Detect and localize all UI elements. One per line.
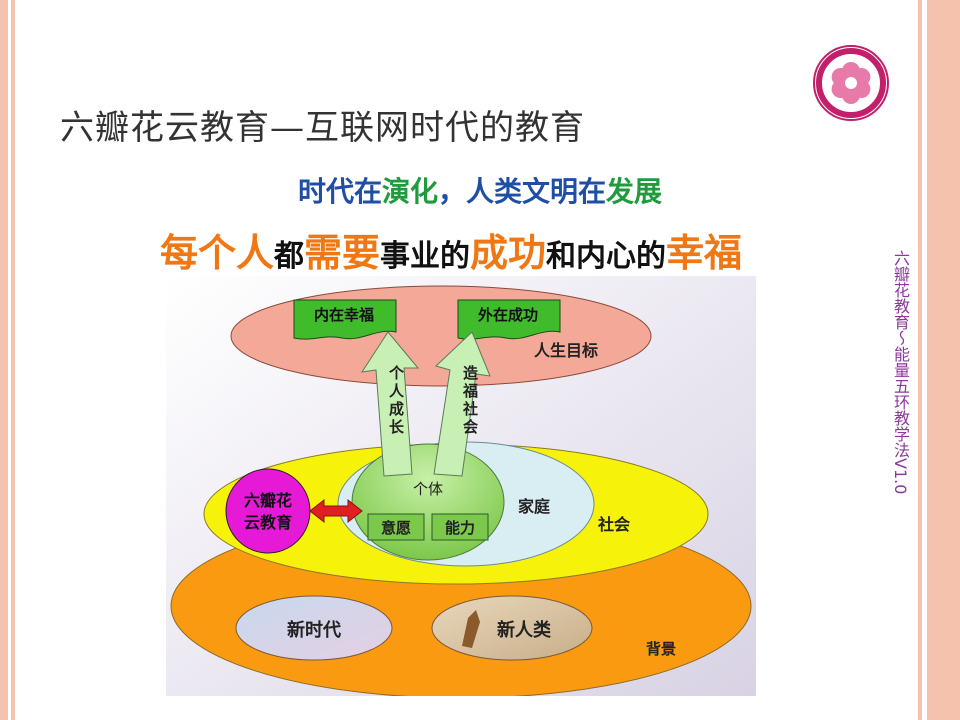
background-label: 背景 [646, 640, 676, 658]
new-era-label: 新时代 [287, 619, 341, 641]
subtitle-1-part-3: ，人类文明在 [438, 175, 607, 208]
benefit-society-char-4: 会 [463, 418, 478, 436]
flower-logo-icon [813, 45, 889, 121]
society-label: 社会 [597, 515, 630, 534]
subtitle-1-part-2: 演化 [381, 175, 438, 208]
personal-growth-label: 个 人 成 长 [388, 364, 409, 436]
benefit-society-char-2: 福 [462, 382, 478, 400]
flag-inner-happiness-label: 内在幸福 [314, 306, 374, 324]
page-title: 六瓣花云教育—互联网时代的教育 [60, 108, 585, 148]
flag-outer-success-label: 外在成功 [477, 306, 538, 324]
side-vertical-caption: 六瓣花教育～能量五环教学法V1.0 [891, 250, 910, 495]
subtitle-2-part-7: 幸福 [666, 231, 743, 275]
personal-growth-char-3: 成 [389, 400, 404, 418]
new-era-ellipse [235, 595, 393, 661]
subtitle-line-2: 每个人都需要事业的成功和内心的幸福 [160, 222, 742, 277]
personal-growth-char-2: 人 [389, 382, 405, 400]
will-label: 意愿 [381, 519, 411, 537]
family-label: 家庭 [518, 497, 550, 516]
new-humanity-label: 新人类 [497, 619, 552, 641]
subtitle-2-part-5: 成功 [470, 231, 547, 275]
education-label-line-1: 六瓣花 [244, 491, 292, 510]
connector-arrow-icon [309, 498, 363, 524]
subtitle-1-part-1: 时代在 [297, 175, 382, 208]
benefit-society-char-1: 造 [463, 364, 478, 382]
subtitle-2-part-1: 每个人 [160, 231, 275, 275]
individual-label: 个体 [413, 480, 443, 498]
subtitle-2-part-4: 事业的 [380, 239, 471, 274]
personal-growth-arrow [360, 331, 420, 477]
ability-label: 能力 [445, 519, 475, 537]
personal-growth-char-4: 长 [389, 418, 405, 436]
individual-circle [351, 443, 505, 561]
benefit-society-char-3: 社 [462, 400, 478, 418]
personal-growth-char-1: 个 [388, 364, 405, 382]
will-box [367, 513, 425, 541]
right-decorative-border [914, 0, 960, 720]
benefit-society-label: 造 福 社 会 [462, 364, 483, 436]
left-decorative-border [0, 0, 22, 720]
subtitle-2-part-6: 和内心的 [546, 239, 667, 274]
benefit-society-arrow [433, 331, 491, 477]
feather-icon [462, 610, 480, 648]
education-label-line-2: 云教育 [244, 513, 292, 532]
education-diagram: 背景 新时代 新人类 社会 家庭 个体 意愿 能力 六瓣花 云教育 人生目标 内… [166, 276, 756, 696]
education-circle [225, 468, 311, 554]
goal-label: 人生目标 [534, 341, 598, 360]
ability-box [431, 513, 489, 541]
subtitle-2-part-3: 需要 [304, 231, 381, 275]
subtitle-2-part-2: 都 [274, 239, 305, 274]
subtitle-line-1: 时代在演化，人类文明在发展 [0, 170, 960, 210]
subtitle-1-part-4: 发展 [606, 175, 663, 208]
flag-inner-happiness [293, 299, 397, 340]
